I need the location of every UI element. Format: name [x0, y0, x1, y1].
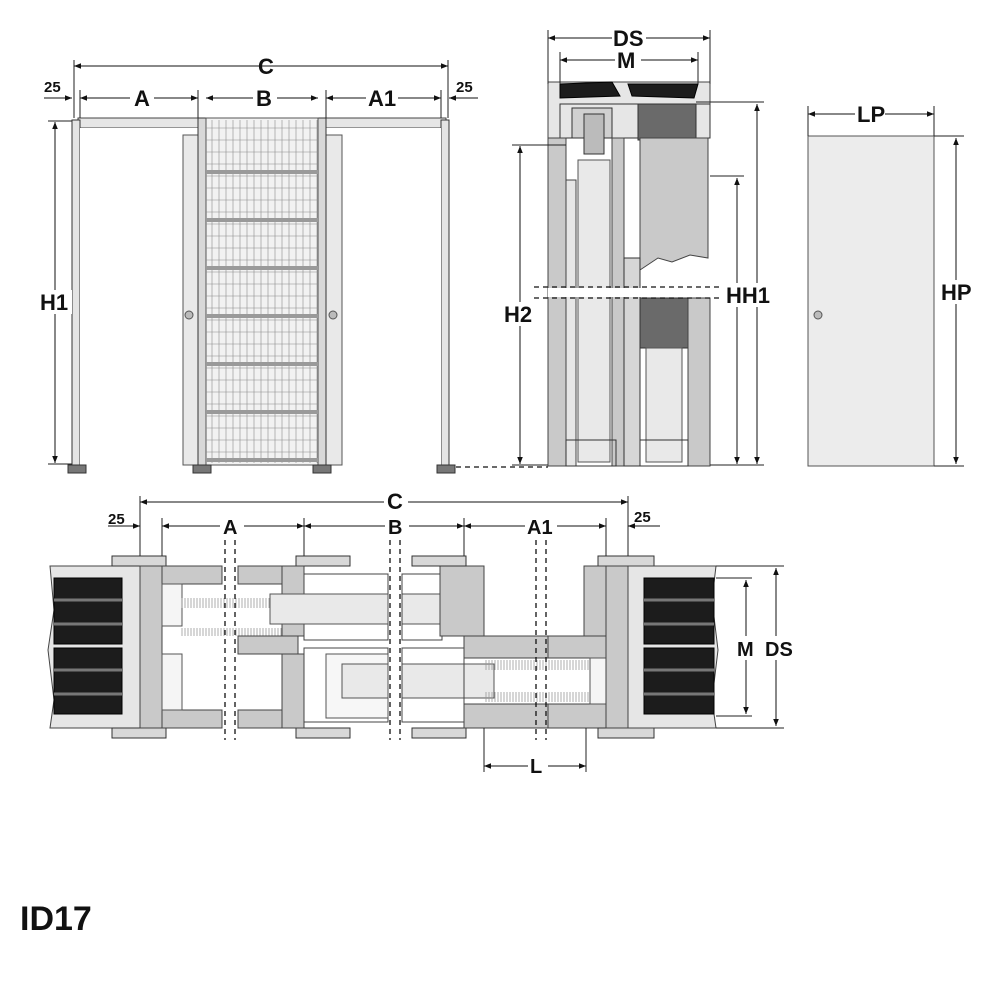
plan-dim-label-c: C — [387, 489, 403, 514]
plan-dim-label-left-25: 25 — [108, 511, 125, 528]
left-pocket-post — [197, 117, 207, 466]
dim-label-hp: HP — [941, 280, 972, 305]
plan-dim-label-right-25: 25 — [634, 509, 651, 526]
model-code: ID17 — [20, 900, 92, 938]
right-door-leaf — [324, 134, 343, 466]
dim-label-hh1: HH1 — [726, 283, 770, 308]
pocket-board-upper — [639, 137, 709, 271]
dim-label-lp: LP — [857, 102, 885, 127]
left-door-leaf — [182, 134, 201, 466]
plan-mesh-a1 — [485, 660, 589, 702]
front-view: C A B A1 25 25 H1 — [38, 54, 548, 474]
plan-dim-label-ds: DS — [765, 639, 793, 661]
left-header-beam — [77, 117, 199, 129]
dim-label-right-25: 25 — [456, 79, 473, 96]
ceiling-block — [559, 81, 621, 99]
left-door-handle-icon — [184, 310, 194, 320]
plan-door-leaf-upper — [269, 593, 389, 625]
plan-dim-label-l: L — [530, 756, 542, 778]
dim-label-b: B — [256, 86, 272, 111]
foot — [192, 464, 212, 474]
side-door-leaf — [577, 159, 611, 463]
plan-dim-label-m: M — [737, 639, 754, 661]
header-block — [637, 103, 697, 141]
right-wall-insulation — [643, 647, 715, 715]
plan-door-leaf-lower — [341, 663, 389, 699]
plan-mesh-a — [181, 598, 282, 636]
left-wall-insulation — [53, 647, 123, 715]
right-jamb — [440, 119, 450, 466]
foot — [436, 464, 456, 474]
door-leaf-view: LP HP — [807, 102, 974, 467]
door-leaf-panel — [807, 135, 935, 467]
mesh-grid — [206, 120, 318, 463]
plan-dim-label-a: A — [223, 517, 237, 539]
side-section: DS M H2 HH1 — [503, 26, 770, 467]
right-door-handle-icon — [328, 310, 338, 320]
left-wall-column — [547, 137, 567, 467]
dim-label-h2: H2 — [504, 302, 532, 327]
dim-label-left-25: 25 — [44, 79, 61, 96]
dim-label-h1: H1 — [40, 290, 68, 315]
foot — [67, 464, 87, 474]
plan-section: C A B A1 25 25 M DS L — [47, 488, 798, 778]
dim-label-m-top: M — [617, 48, 635, 73]
dim-label-ds-top: DS — [613, 26, 644, 51]
foot — [312, 464, 332, 474]
door-leaf-handle-icon — [813, 310, 823, 320]
dim-label-c: C — [258, 54, 274, 79]
left-wall-insulation — [53, 577, 123, 645]
dim-label-a1: A1 — [368, 86, 396, 111]
ceiling-block — [627, 83, 699, 99]
side-pocket-door — [645, 347, 683, 463]
left-jamb — [71, 119, 81, 466]
plan-dim-label-b: B — [388, 517, 402, 539]
dim-label-a: A — [134, 86, 150, 111]
roller-carriage — [583, 113, 605, 155]
right-header-beam — [325, 117, 447, 129]
right-wall-insulation — [643, 577, 715, 645]
right-pocket-post — [317, 117, 327, 466]
plan-dim-label-a1: A1 — [527, 517, 553, 539]
